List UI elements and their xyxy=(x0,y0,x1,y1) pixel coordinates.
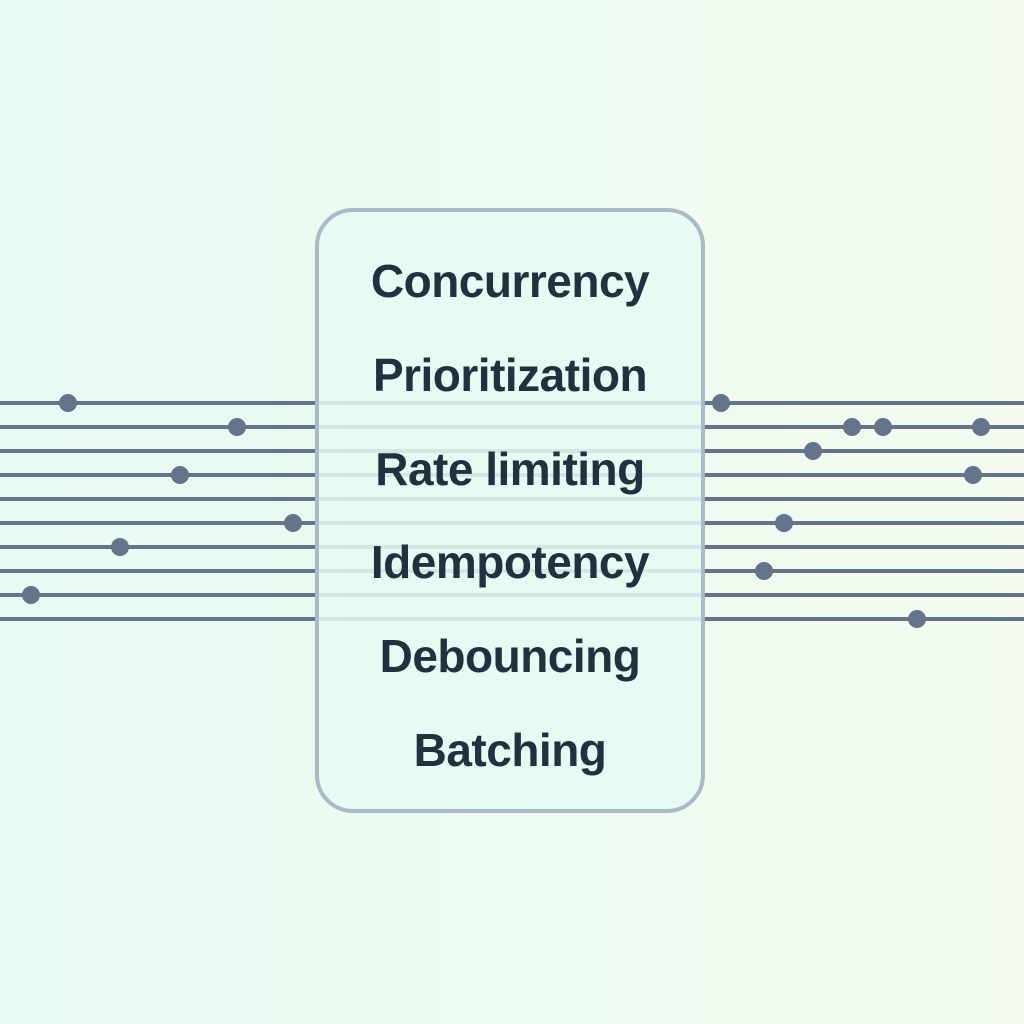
flow-dot xyxy=(284,514,302,532)
card-item-concurrency: Concurrency xyxy=(370,254,650,307)
flow-dot xyxy=(712,394,730,412)
flow-dot xyxy=(908,610,926,628)
flow-dot xyxy=(59,394,77,412)
flow-dot xyxy=(171,466,189,484)
flow-dot xyxy=(972,418,990,436)
card-item-idempotency: Idempotency xyxy=(370,536,650,589)
card-item-rate-limiting: Rate limiting xyxy=(375,442,645,495)
card-item-prioritization: Prioritization xyxy=(372,348,648,401)
flow-dot xyxy=(843,418,861,436)
card-item-debouncing: Debouncing xyxy=(379,630,641,683)
flow-dot xyxy=(775,514,793,532)
flow-dot xyxy=(874,418,892,436)
flow-dot xyxy=(964,466,982,484)
flow-dot xyxy=(228,418,246,436)
card-item-batching: Batching xyxy=(413,724,607,777)
flow-dot xyxy=(111,538,129,556)
flow-dot xyxy=(804,442,822,460)
flow-dot xyxy=(22,586,40,604)
flow-dot xyxy=(755,562,773,580)
